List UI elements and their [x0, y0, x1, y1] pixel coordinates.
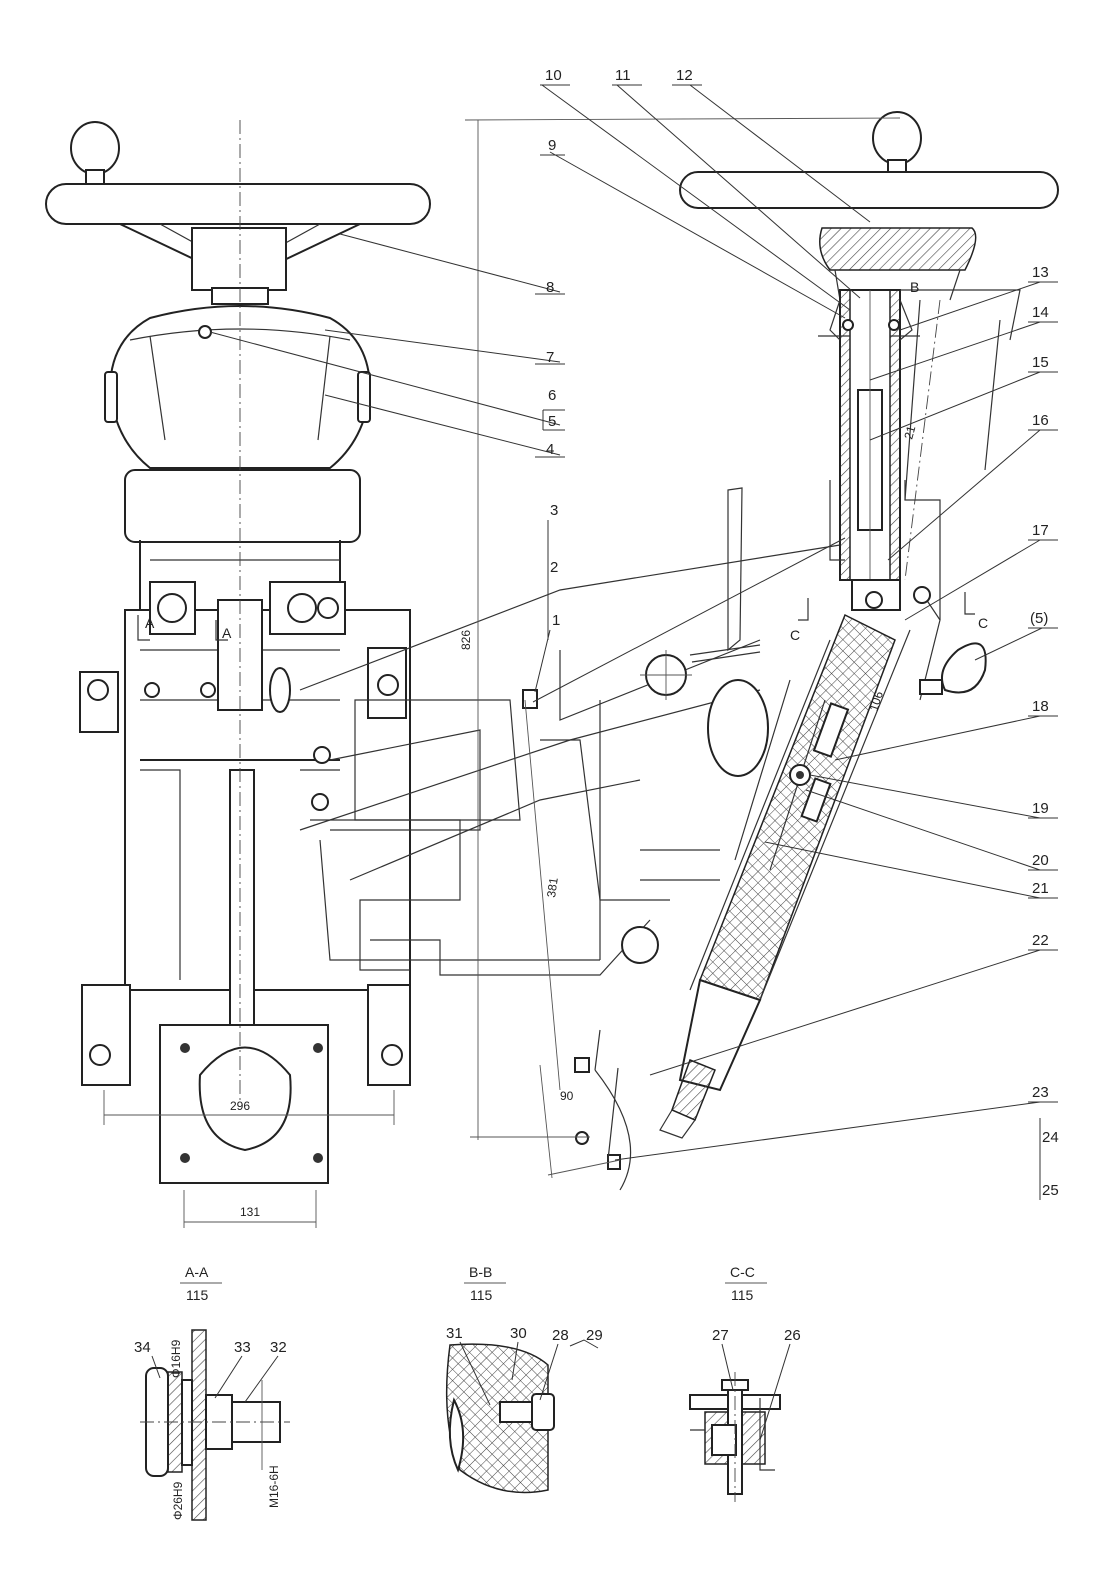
part-5-ref: (5): [1030, 610, 1048, 627]
side-view: C C B 21 106: [574, 111, 1059, 1191]
dim-381-label: 381: [544, 876, 561, 898]
dim-106-label: 106: [867, 689, 887, 713]
section-aa-scale: 115: [186, 1287, 209, 1303]
front-bracket: [79, 540, 411, 991]
dim-296-label: 296: [230, 1099, 250, 1113]
section-cc-name: C-C: [730, 1264, 755, 1280]
part-11: 11: [615, 67, 631, 84]
part-29: 29: [586, 1327, 603, 1344]
part-10: 10: [545, 67, 562, 84]
section-bb: B-B 115 31 30 28 29: [445, 1264, 603, 1494]
dim-381: 381: [524, 699, 561, 1091]
part-18: 18: [1032, 698, 1049, 715]
part-7: 7: [546, 349, 554, 366]
part-22: 22: [1032, 932, 1049, 949]
front-wheel-knob: [70, 121, 120, 191]
part-12: 12: [676, 67, 693, 84]
part-26: 26: [784, 1327, 801, 1344]
section-aa: A-A 115 Φ16H9 Φ26H9 M16-6H 34 33 32: [134, 1264, 290, 1521]
front-seat-plate: [124, 469, 361, 543]
dim-90-label: 90: [560, 1089, 574, 1103]
part-34: 34: [134, 1339, 151, 1356]
section-cc-scale: 115: [731, 1287, 754, 1303]
section-cc: C-C 115 27 26: [689, 1264, 801, 1502]
frame-outline: [299, 487, 841, 976]
section-aa-dim-16: Φ16H9: [169, 1339, 183, 1378]
front-steering-wheel: [45, 183, 431, 305]
part-number-labels: 8 7 6 5 4 3 2 1 10 11 12 9 13 14 15 16 1…: [545, 67, 1059, 1199]
part-30: 30: [510, 1325, 527, 1342]
dim-131: 131: [183, 1190, 317, 1228]
dim-131-label: 131: [240, 1205, 260, 1219]
section-aa-thread: M16-6H: [267, 1465, 281, 1508]
part-25: 25: [1042, 1182, 1059, 1199]
leader-lines: [209, 84, 1058, 1200]
section-marker-b: B: [910, 279, 919, 295]
front-bottom-feet: [81, 984, 411, 1184]
front-view: 296 131 A A: [45, 120, 431, 1228]
part-8: 8: [546, 279, 554, 296]
part-4: 4: [546, 441, 554, 458]
part-28: 28: [552, 1327, 569, 1344]
part-5: 5: [548, 413, 556, 430]
part-19: 19: [1032, 800, 1049, 817]
part-6: 6: [548, 387, 556, 404]
dim-826: 8 2 6: [459, 117, 901, 1140]
section-bb-name: B-B: [469, 1264, 492, 1280]
dim-90: 90: [539, 1064, 621, 1179]
part-2: 2: [550, 559, 558, 576]
dim-826-label: 826: [459, 630, 473, 650]
part-32: 32: [270, 1339, 287, 1356]
part-20: 20: [1032, 852, 1049, 869]
section-marker-c-left: C: [790, 627, 800, 643]
part-24: 24: [1042, 1129, 1059, 1146]
part-16: 16: [1032, 412, 1049, 429]
section-marker-a-right: A: [222, 625, 232, 641]
part-1: 1: [552, 612, 560, 629]
dim-21-label: 21: [901, 424, 918, 441]
part-27: 27: [712, 1327, 729, 1344]
part-14: 14: [1032, 304, 1049, 321]
section-aa-name: A-A: [185, 1264, 209, 1280]
part-13: 13: [1032, 264, 1049, 281]
part-3: 3: [550, 502, 558, 519]
part-17: 17: [1032, 522, 1049, 539]
part-21: 21: [1032, 880, 1049, 897]
section-bb-scale: 115: [470, 1287, 493, 1303]
part-15: 15: [1032, 354, 1049, 371]
part-23: 23: [1032, 1084, 1049, 1101]
section-marker-c-right: C: [978, 615, 988, 631]
part-33: 33: [234, 1339, 251, 1356]
section-marker-a-left: A: [145, 615, 155, 631]
dim-296: 296: [103, 1090, 395, 1125]
part-9: 9: [548, 137, 556, 154]
section-aa-dim-26: Φ26H9: [171, 1481, 185, 1520]
part-31: 31: [446, 1325, 463, 1342]
